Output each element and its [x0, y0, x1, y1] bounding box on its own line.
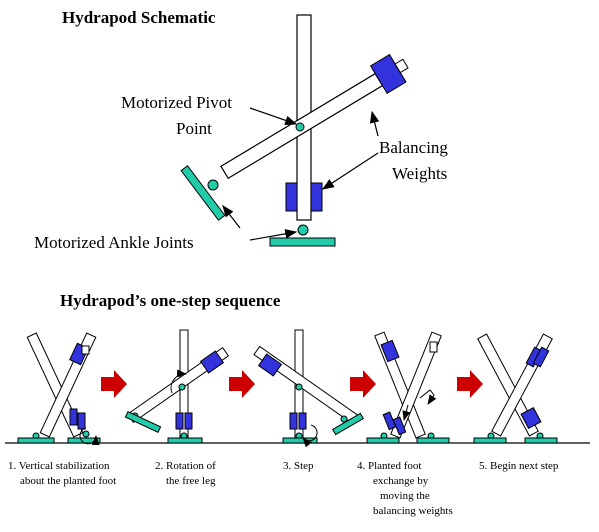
arrow-ankle-lower — [249, 229, 298, 241]
label-pivot-2: Point — [176, 119, 212, 138]
arrow-weight-upper — [369, 110, 380, 137]
step-2-line2: the free leg — [166, 475, 216, 487]
step-4-figure — [366, 331, 450, 444]
weight-right — [310, 182, 323, 212]
diagonal-leg — [220, 53, 409, 180]
step-5-caption: 5. Begin next step — [479, 460, 559, 472]
arrow-red-2 — [229, 370, 255, 398]
step-3-figure — [253, 329, 365, 448]
step-2-line1: 2. Rotation of — [155, 460, 216, 472]
foot-flat — [269, 237, 336, 247]
step-5-line1: 5. Begin next step — [479, 460, 559, 472]
pivot-point — [295, 122, 305, 132]
arrow-ankle-upper — [222, 205, 241, 229]
ankle-joint-lower — [297, 224, 309, 236]
label-ankle: Motorized Ankle Joints — [34, 233, 194, 252]
arrow-weight-lower — [321, 152, 379, 190]
schematic-title: Hydrapod Schematic — [62, 8, 216, 27]
step-2-caption: 2. Rotation of the free leg — [155, 460, 216, 487]
label-weights-2: Weights — [392, 164, 447, 183]
step-4-line2: exchange by — [373, 475, 429, 487]
step-4-line1: 4. Planted foot — [357, 460, 421, 472]
label-weights-1: Balancing — [379, 138, 448, 157]
step-2-figure — [124, 329, 230, 444]
arrow-red-3 — [350, 370, 376, 398]
step-4-line4: balancing weights — [373, 505, 453, 517]
step-3-caption: 3. Step — [283, 460, 314, 472]
arrow-pivot — [249, 107, 298, 125]
step-3-line1: 3. Step — [283, 460, 314, 472]
step-4-line3: moving the — [380, 490, 430, 502]
step-1-line2: about the planted foot — [20, 475, 116, 487]
step-1-line1: 1. Vertical stabilization — [8, 460, 110, 472]
step-4-caption: 4. Planted foot exchange by moving the b… — [357, 460, 453, 517]
foot-angled — [180, 165, 226, 221]
step-1-figure — [17, 332, 101, 446]
weight-left — [285, 182, 298, 212]
label-pivot-1: Motorized Pivot — [121, 93, 232, 112]
arrow-red-4 — [457, 370, 483, 398]
sequence-title: Hydrapod’s one-step sequence — [60, 291, 281, 310]
ankle-joint-upper — [207, 179, 219, 191]
arrow-red-1 — [101, 370, 127, 398]
step-1-caption: 1. Vertical stabilization about the plan… — [8, 460, 116, 487]
step-5-figure — [473, 333, 558, 444]
